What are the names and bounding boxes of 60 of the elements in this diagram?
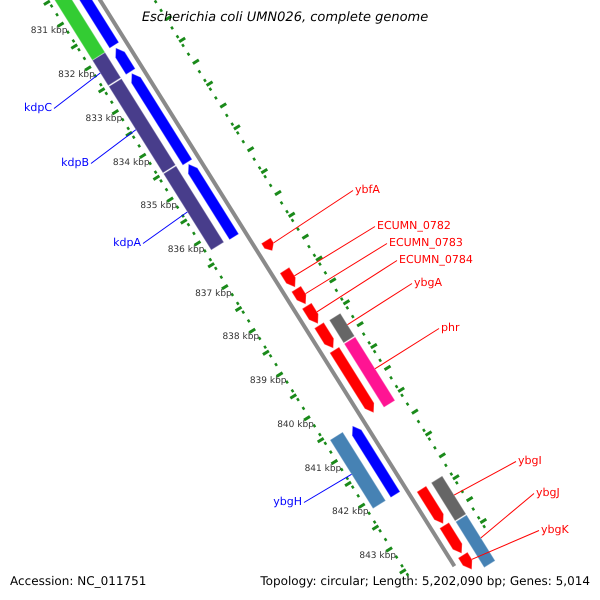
scale-label: 837 kbp [195,290,232,299]
leader-line [454,461,516,496]
gene-label: ybgK [541,524,569,535]
gene-feature [416,485,444,524]
gene-feature [457,551,473,570]
gene-label: kdpB [61,157,89,168]
gene-feature [260,237,274,252]
scale-label: 839 kbp [250,377,287,386]
gene-label: ECUMN_0783 [389,237,463,248]
gene-label: ECUMN_0782 [377,220,451,231]
gene-feature [130,72,193,166]
scale-label: 842 kbp [332,508,369,518]
gene-label: ybfA [355,184,380,195]
leader-line [90,129,136,164]
gene-label: ybgH [273,496,302,507]
genome-summary-text: Topology: circular; Length: 5,202,090 bp; Genes: 5,014 [260,575,590,587]
scale-label: 841 kbp [304,464,342,474]
leader-line [273,190,354,244]
gene-feature [328,312,356,344]
scale-label: 834 kbp [112,158,150,168]
gene-feature [290,285,307,305]
leader-line [304,474,352,503]
scale-label: 832 kbp [58,71,95,80]
gene-feature [301,302,319,324]
scale-label: 836 kbp [168,246,204,256]
gene-feature [188,163,240,240]
leader-line [316,260,398,312]
gene-feature [352,425,401,498]
gene-label: kdpC [24,102,52,113]
scale-label: 833 kbp [86,114,122,124]
gene-label: ybgJ [536,487,560,498]
gene-feature [430,475,467,522]
gene-label: phr [441,322,460,333]
gene-label: kdpA [113,237,141,248]
leader-line [480,493,534,538]
scale-label: 835 kbp [140,202,177,212]
gene-feature [329,346,375,414]
scale-label: 838 kbp [222,333,260,342]
gene-feature [114,47,136,76]
gene-feature [343,336,396,408]
scale-label: 843 kbp [359,552,396,562]
gene-feature [454,514,496,568]
title: Escherichia coli UMN026, complete genome [142,11,428,24]
leader-line [471,530,540,560]
leader-line [54,72,101,109]
accession-text: Accession: NC_011751 [10,575,146,587]
gene-label: ECUMN_0784 [399,254,473,265]
leader-line [374,328,440,370]
scale-label: 831 kbp [30,27,68,36]
gene-feature [438,522,463,554]
scale-label: 840 kbp [277,420,314,430]
gene-feature [279,266,296,288]
leader-line [294,226,376,276]
leader-line [346,283,412,326]
gene-label: ybgI [518,455,542,466]
gene-feature [108,78,176,174]
gene-feature [314,322,334,349]
leader-line [305,243,388,294]
leader-line [142,211,188,244]
gene-label: ybgA [414,277,442,288]
